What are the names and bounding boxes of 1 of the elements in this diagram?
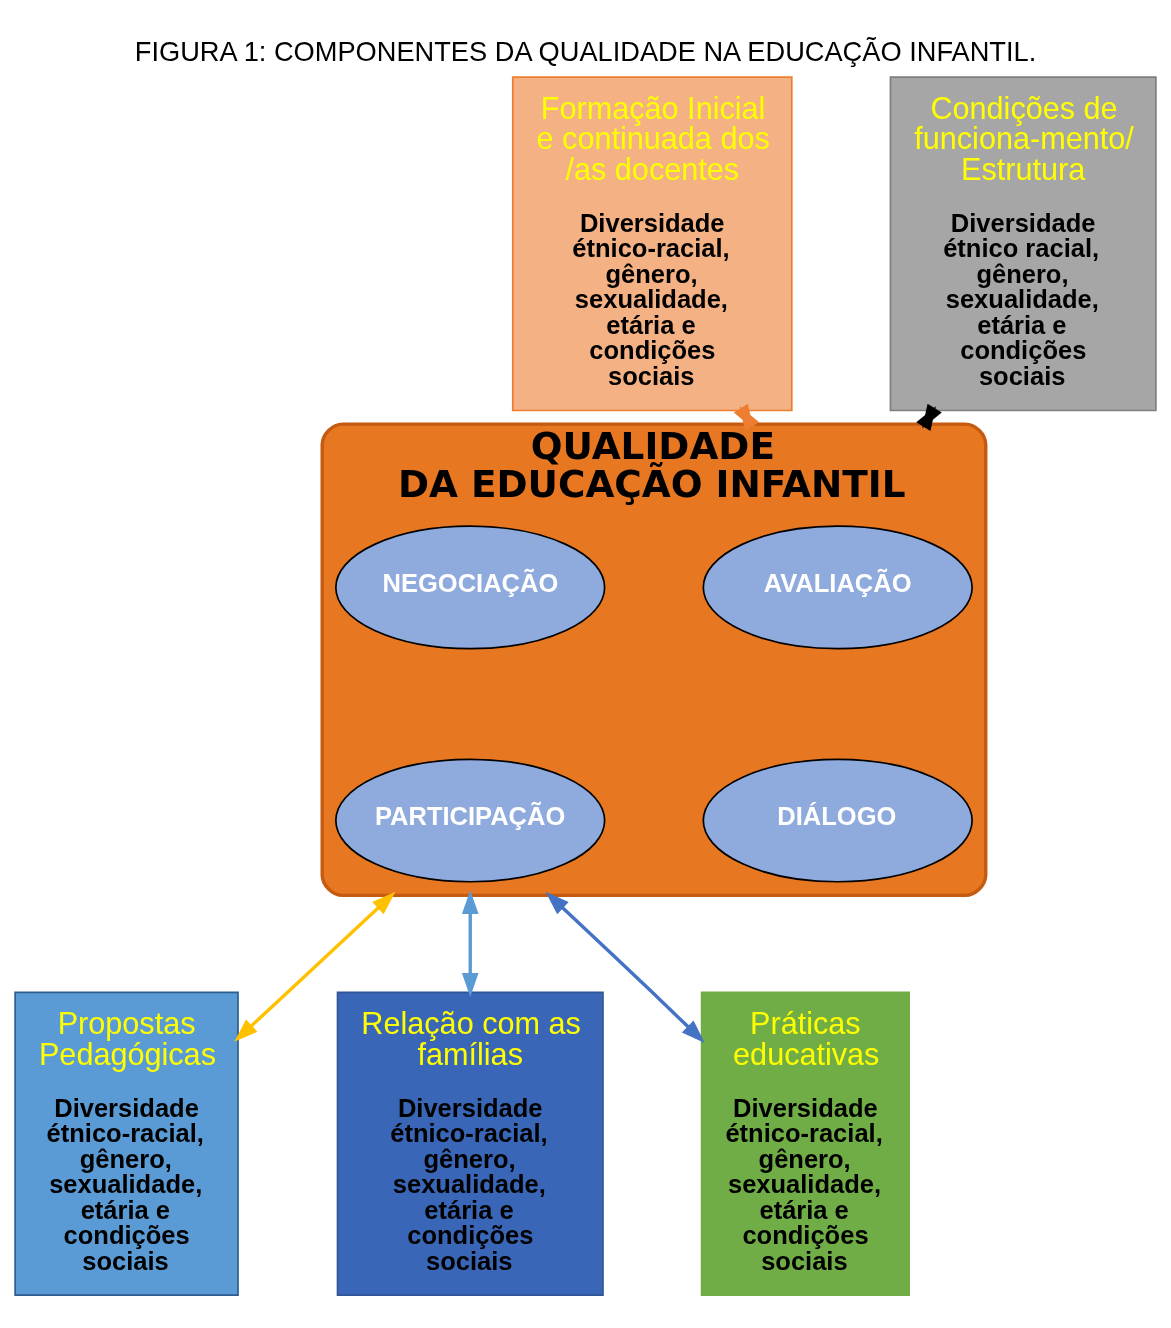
diagram-title: FIGURA 1: COMPONENTES DA QUALIDADE NA EDUCAÇÃO INFANTIL. xyxy=(134,36,1037,68)
